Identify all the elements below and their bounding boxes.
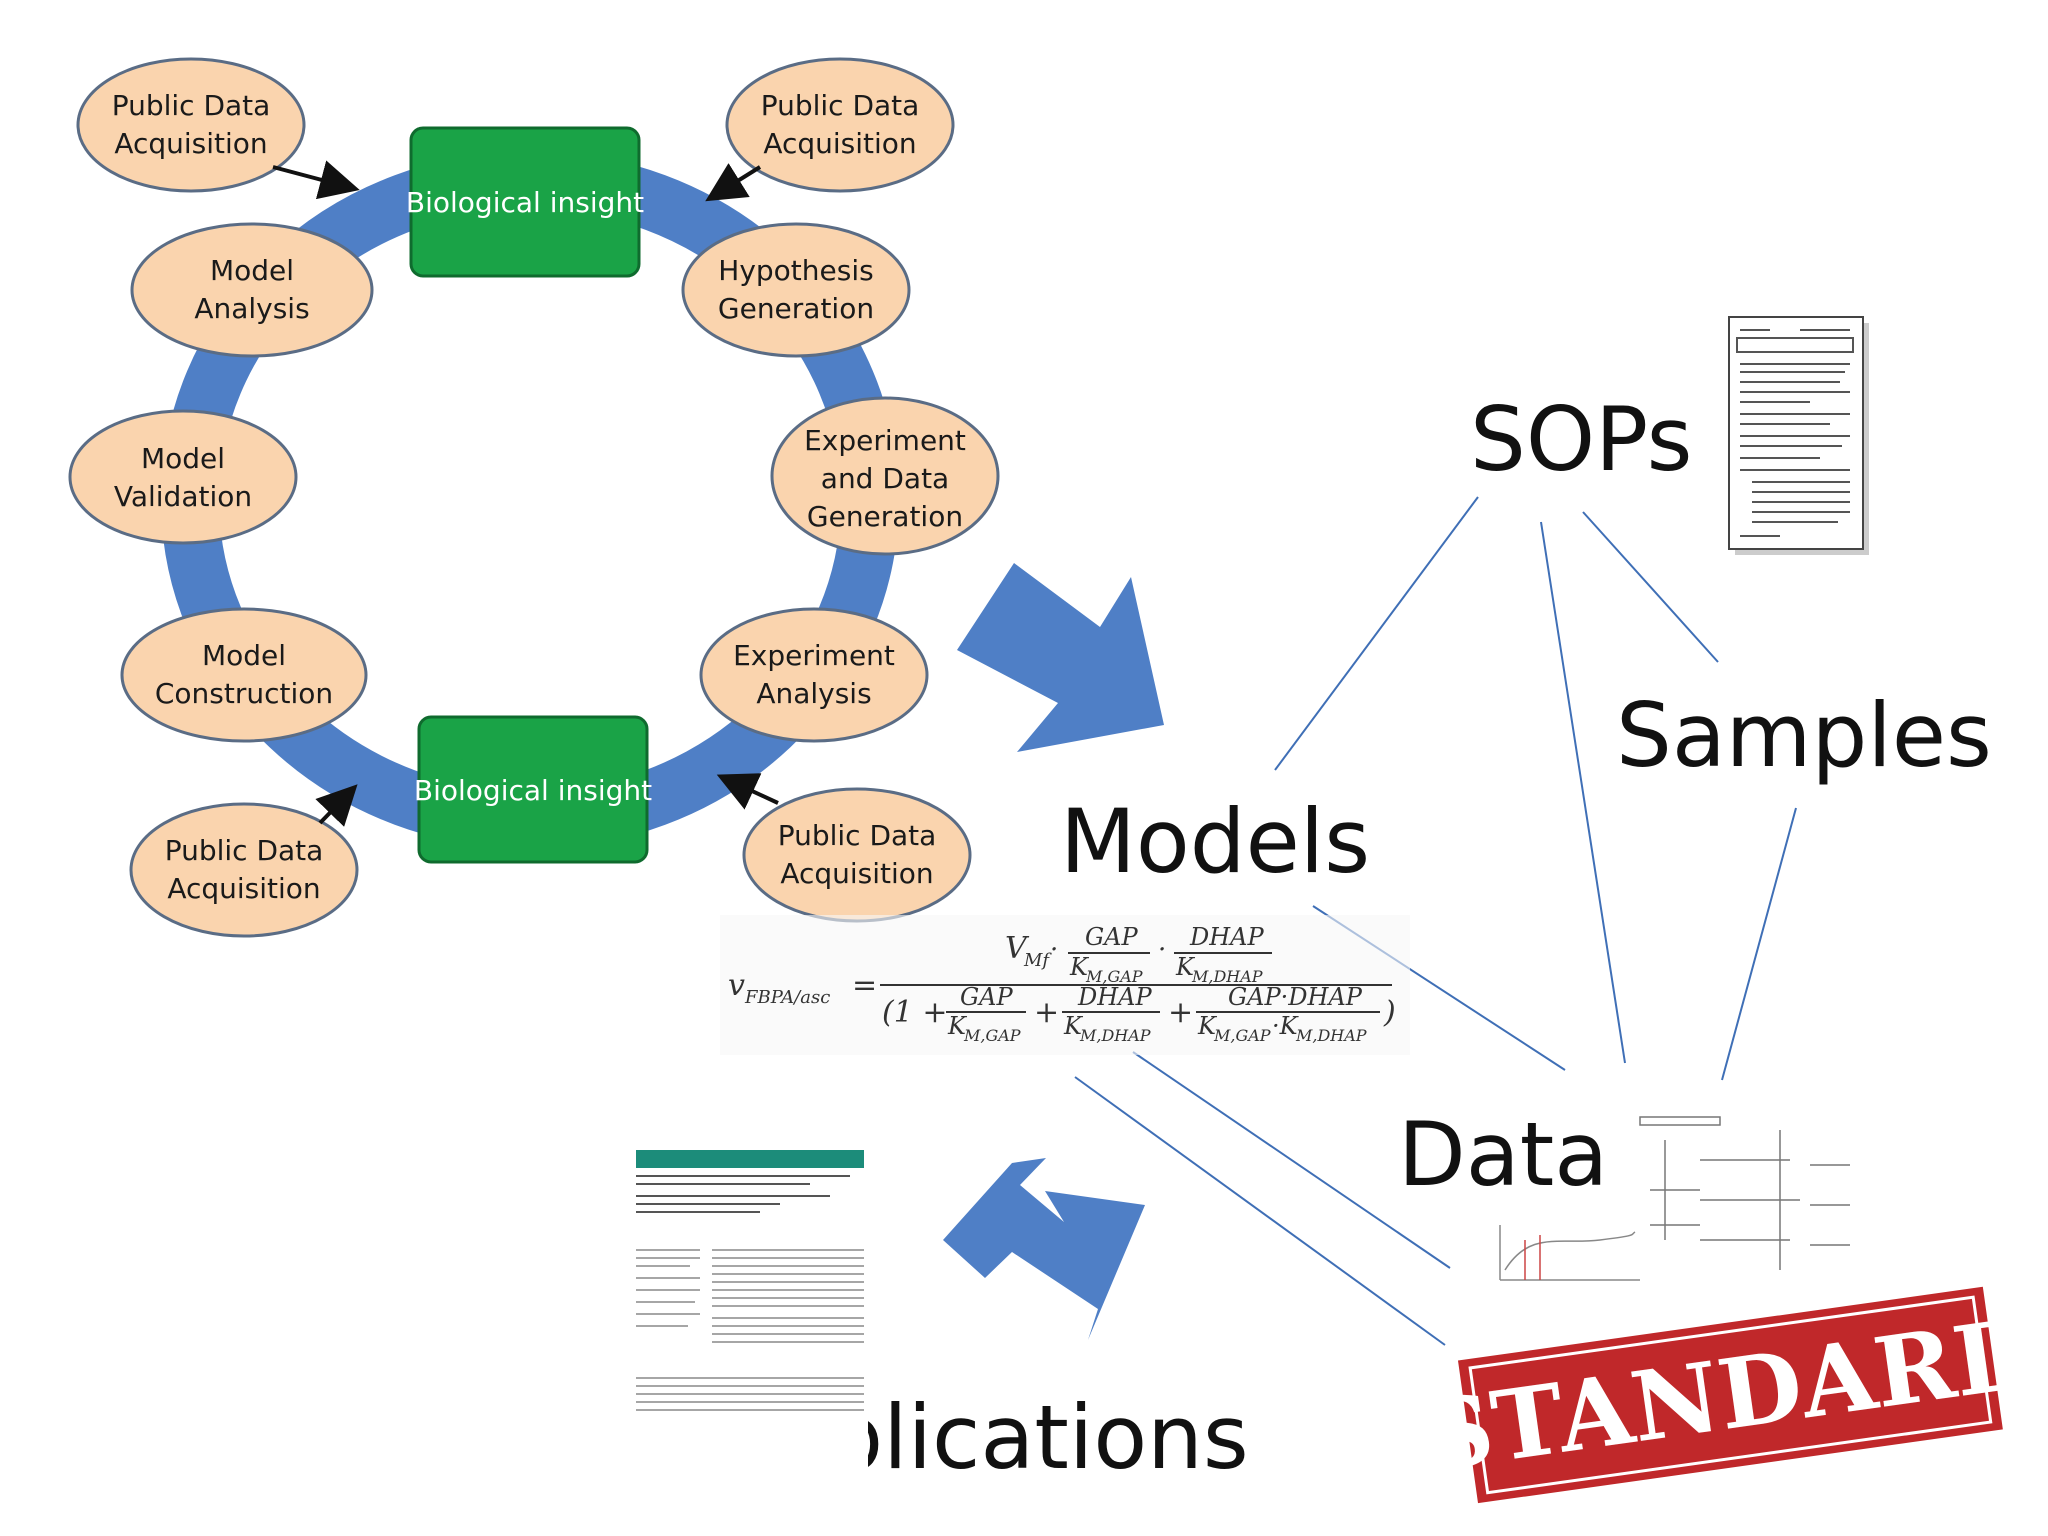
data-network-thumbnail: [1639, 1116, 1850, 1270]
model-construction-line1: Model: [202, 639, 286, 672]
public-bl-line2: Acquisition: [167, 872, 320, 905]
formula-num-kmgap-sub: M,GAP: [1085, 967, 1143, 986]
experiment-analysis-line2: Analysis: [756, 677, 871, 710]
formula-equals: =: [852, 968, 877, 1003]
insight-box-bottom: Biological insight: [414, 715, 652, 864]
node-public-tr: Public Data Acquisition: [725, 57, 955, 193]
formula-den-kmprod: K: [1197, 1012, 1218, 1040]
formula-den-kmprod-sub: M,GAP: [1213, 1026, 1271, 1045]
public-tl-line2: Acquisition: [114, 127, 267, 160]
arrow-public-tl: [272, 160, 360, 200]
experiment-data-line2: and Data: [821, 462, 949, 495]
line-models-sops: [1274, 496, 1479, 771]
sop-document-thumbnail: [1728, 316, 1869, 555]
arrow-public-br: [716, 773, 779, 810]
public-tl-line1: Public Data: [112, 89, 271, 122]
formula-den-kmgap: K: [947, 1012, 968, 1040]
hypothesis-line2: Generation: [718, 292, 874, 325]
kinetic-formula: v FBPA/asc = V Mf · GAP K M,GAP · DHAP K…: [720, 915, 1410, 1055]
public-br-line1: Public Data: [778, 819, 937, 852]
formula-den-open: (1 +: [882, 995, 947, 1030]
line-samples-data: [1721, 807, 1797, 1081]
arrow-public-bl: [315, 784, 358, 827]
insight-top-label: Biological insight: [406, 186, 644, 219]
hypothesis-line1: Hypothesis: [718, 254, 873, 287]
formula-num-kmdhap-sub: M,DHAP: [1191, 967, 1263, 986]
insight-box-top: Biological insight: [406, 126, 644, 278]
line-sops-data: [1540, 521, 1626, 1064]
formula-den-dhap: DHAP: [1077, 983, 1153, 1011]
formula-close: ): [1383, 995, 1396, 1030]
model-construction-line2: Construction: [155, 677, 333, 710]
model-analysis-line1: Model: [210, 254, 294, 287]
formula-num-kmgap: K: [1069, 953, 1090, 981]
line-formula-data: [1132, 1051, 1451, 1269]
experiment-data-line1: Experiment: [804, 424, 966, 457]
label-samples: Samples: [1616, 684, 1992, 787]
formula-plus-1: +: [1034, 995, 1059, 1030]
label-sops: SOPs: [1470, 388, 1693, 491]
public-tr-line2: Acquisition: [763, 127, 916, 160]
public-br-line2: Acquisition: [780, 857, 933, 890]
node-model-analysis: Model Analysis: [130, 222, 374, 358]
formula-vm: V: [1005, 931, 1030, 966]
formula-den-kmgap-sub: M,GAP: [963, 1026, 1021, 1045]
experiment-analysis-line1: Experiment: [733, 639, 895, 672]
node-public-tl: Public Data Acquisition: [76, 57, 306, 193]
data-curve-thumbnail: [1499, 1225, 1640, 1281]
node-model-construction: Model Construction: [120, 607, 368, 743]
node-hypothesis: Hypothesis Generation: [681, 222, 911, 358]
public-tr-line1: Public Data: [761, 89, 920, 122]
formula-plus-2: +: [1168, 995, 1193, 1030]
line-formula-standard: [1074, 1076, 1446, 1346]
node-experiment-analysis: Experiment Analysis: [699, 607, 929, 743]
formula-vm-sub: Mf: [1023, 950, 1052, 971]
formula-den-kmdhap: K: [1063, 1012, 1084, 1040]
model-analysis-line2: Analysis: [194, 292, 309, 325]
formula-den-kmprod2: ·K: [1272, 1012, 1300, 1040]
big-arrow-icon: [957, 563, 1164, 752]
label-data: Data: [1398, 1103, 1608, 1206]
publication-thumbnail: [632, 1148, 868, 1488]
formula-den-gap: GAP: [960, 983, 1014, 1011]
formula-lhs: v: [728, 968, 745, 1003]
model-validation-line1: Model: [141, 442, 225, 475]
standard-stamp: STANDARD: [1416, 1280, 2044, 1510]
public-bl-line1: Public Data: [165, 834, 324, 867]
arrow-public-tr: [705, 163, 762, 202]
formula-num-kmdhap: K: [1175, 953, 1196, 981]
insight-bottom-label: Biological insight: [414, 774, 652, 807]
node-experiment-data: Experiment and Data Generation: [770, 396, 1000, 556]
line-sops-samples: [1582, 511, 1719, 663]
experiment-data-line3: Generation: [807, 500, 963, 533]
node-public-br: Public Data Acquisition: [742, 787, 972, 923]
formula-num-gap: GAP: [1085, 923, 1139, 951]
formula-den-kmdhap-sub: M,DHAP: [1079, 1026, 1151, 1045]
node-public-bl: Public Data Acquisition: [129, 802, 359, 938]
formula-dot-1: ·: [1050, 935, 1058, 965]
node-model-validation: Model Validation: [68, 409, 298, 545]
formula-den-kmprod2-sub: M,DHAP: [1295, 1026, 1367, 1045]
formula-num-dhap: DHAP: [1189, 923, 1265, 951]
model-validation-line2: Validation: [114, 480, 252, 513]
formula-den-gapdhap: GAP·DHAP: [1228, 983, 1363, 1011]
formula-lhs-sub: FBPA/asc: [744, 987, 830, 1008]
formula-dot-2: ·: [1158, 935, 1166, 965]
label-models: Models: [1060, 790, 1370, 893]
double-arrow-icon: [943, 1158, 1145, 1340]
